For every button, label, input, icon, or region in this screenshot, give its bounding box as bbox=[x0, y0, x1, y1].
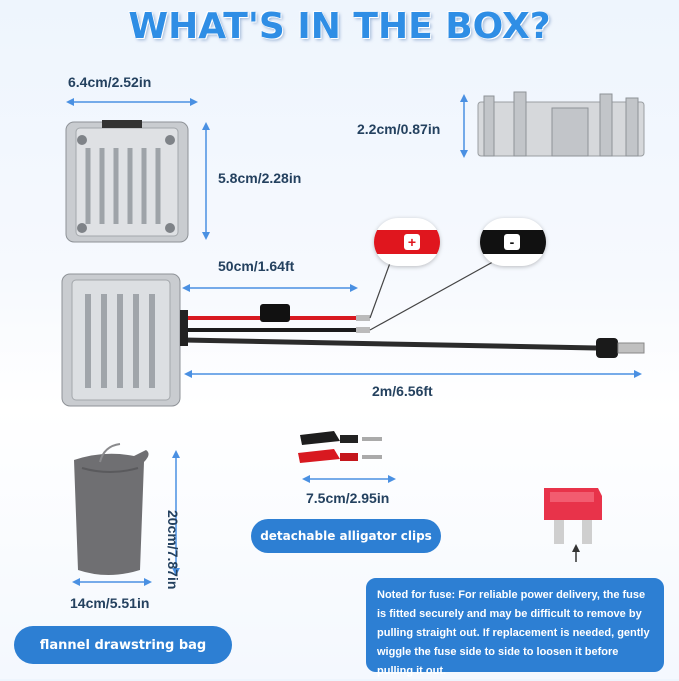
page-title: WHAT'S IN THE BOX? bbox=[128, 6, 551, 47]
converter-side-view-image bbox=[460, 91, 645, 158]
negative-sign: - bbox=[504, 234, 520, 250]
bag-width-label: 14cm/5.51in bbox=[70, 595, 150, 611]
fuse-note-prefix: Noted for fuse: bbox=[377, 589, 459, 601]
fuse-image bbox=[544, 488, 602, 562]
bag-label-pill: flannel drawstring bag bbox=[14, 626, 232, 664]
converter-with-cables-image bbox=[61, 251, 645, 407]
drawstring-bag-image bbox=[72, 443, 180, 586]
negative-wire-icon: - bbox=[480, 218, 546, 266]
clips-length-arrow bbox=[302, 475, 396, 483]
bag-height-label: 20cm/7.87in bbox=[165, 510, 181, 590]
converter-depth-label: 2.2cm/0.87in bbox=[357, 121, 441, 137]
converter-top-view-image bbox=[65, 98, 210, 243]
positive-wire-icon: + bbox=[374, 218, 440, 266]
cable-long-label: 2m/6.56ft bbox=[372, 383, 433, 399]
fuse-note: Noted for fuse: For reliable power deliv… bbox=[366, 578, 664, 677]
converter-height-label: 5.8cm/2.28in bbox=[218, 170, 302, 186]
fuse-note-text: For reliable power delivery, the fuse is… bbox=[377, 589, 650, 677]
converter-width-label: 6.4cm/2.52in bbox=[68, 74, 152, 90]
cable-short-label: 50cm/1.64ft bbox=[218, 258, 295, 274]
positive-sign: + bbox=[404, 234, 420, 250]
clips-label-pill: detachable alligator clips bbox=[251, 519, 441, 553]
clips-length-label: 7.5cm/2.95in bbox=[306, 490, 390, 506]
alligator-clips-image bbox=[298, 431, 382, 463]
